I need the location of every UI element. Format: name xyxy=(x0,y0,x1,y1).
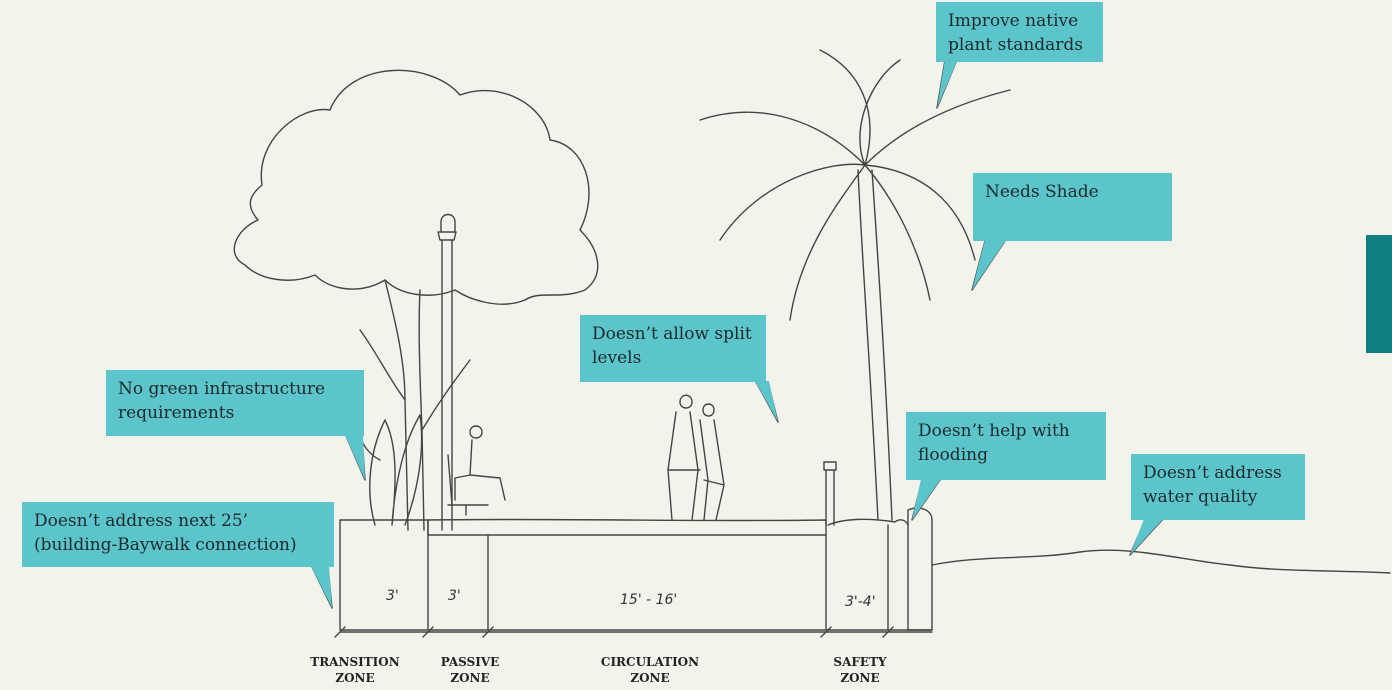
zone-label-passive: PASSIVE ZONE xyxy=(420,654,520,686)
planting-bed xyxy=(827,518,909,526)
lamp-post xyxy=(437,213,457,531)
walkway-surface xyxy=(427,518,827,536)
section-ground xyxy=(339,519,933,631)
zone-label-transition: TRANSITION ZONE xyxy=(290,654,420,686)
dimension-safety: 3'-4' xyxy=(845,594,876,610)
callout-needs-shade: Needs Shade xyxy=(973,173,1172,241)
callout-green-infrastructure: No green infrastructure requirements xyxy=(106,370,364,436)
callout-water-quality: Doesn’t address water quality xyxy=(1131,454,1305,520)
palm-trunk xyxy=(857,169,893,521)
zone-label-line: PASSIVE xyxy=(440,655,500,669)
tree-canopy xyxy=(233,69,599,305)
callout-next-25: Doesn’t address next 25’ (building-Baywa… xyxy=(22,502,334,567)
zone-label-line: CIRCULATION xyxy=(600,655,700,669)
walking-couple xyxy=(667,394,725,521)
dimension-circulation: 15' - 16' xyxy=(620,592,678,608)
bollard xyxy=(823,461,837,526)
zone-label-line: ZONE xyxy=(450,671,490,685)
dimension-passive: 3' xyxy=(448,588,461,604)
seated-person xyxy=(447,425,506,516)
zone-label-line: TRANSITION xyxy=(310,655,400,669)
water-line xyxy=(931,549,1391,574)
zone-label-line: ZONE xyxy=(630,671,670,685)
shrub xyxy=(359,414,423,526)
dimension-transition: 3' xyxy=(386,588,399,604)
callout-flooding: Doesn’t help with flooding xyxy=(906,412,1106,480)
callout-split-levels: Doesn’t allow split levels xyxy=(580,315,766,382)
tree-trunk xyxy=(359,279,471,531)
callout-native-plants: Improve native plant standards xyxy=(936,2,1103,62)
zone-label-safety: SAFETY ZONE xyxy=(810,654,910,686)
dimension-line xyxy=(334,626,933,638)
side-tab[interactable] xyxy=(1366,235,1392,353)
palm-fronds xyxy=(699,49,1011,321)
zone-label-line: ZONE xyxy=(840,671,880,685)
zone-label-circulation: CIRCULATION ZONE xyxy=(580,654,720,686)
zone-label-line: SAFETY xyxy=(833,655,887,669)
retaining-wall xyxy=(907,507,933,631)
zone-label-line: ZONE xyxy=(335,671,375,685)
